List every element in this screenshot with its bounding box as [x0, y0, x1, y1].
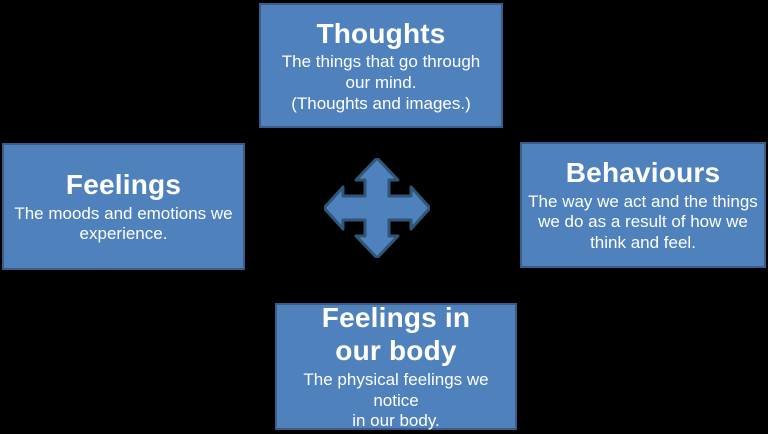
- feelings-in-body-box: Feelings in our body The physical feelin…: [275, 301, 517, 431]
- feelings-box: Feelings The moods and emotions we exper…: [2, 143, 245, 270]
- thoughts-box-title: Thoughts: [316, 17, 446, 49]
- behaviours-box-title: Behaviours: [565, 157, 721, 189]
- behaviours-box: Behaviours The way we act and the things…: [520, 142, 766, 268]
- thoughts-box: Thoughts The things that go through our …: [259, 3, 503, 128]
- feelings-box-description: The moods and emotions we experience.: [14, 203, 233, 244]
- feelings-box-title: Feelings: [65, 168, 182, 200]
- feelings-in-body-box-title: Feelings in our body: [321, 301, 471, 367]
- feelings-in-body-box-description: The physical feelings we notice in our b…: [303, 370, 489, 431]
- thoughts-box-description: The things that go through our mind. (Th…: [281, 52, 481, 113]
- behaviours-box-description: The way we act and the things we do as a…: [528, 191, 758, 253]
- four-way-arrow-icon: [324, 158, 430, 258]
